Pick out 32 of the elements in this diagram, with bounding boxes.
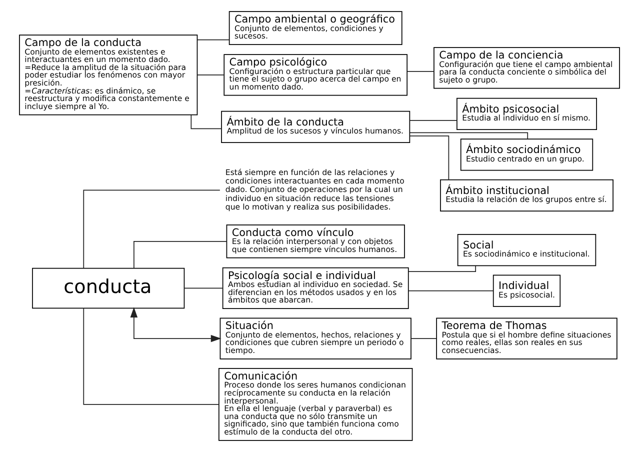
node-box: Ámbito psicosocial Estudia al individuo en sí mismo. — [456, 98, 596, 130]
connector — [408, 265, 476, 272]
node-box: Campo psicológico Configuración o estructura particular que tiene el sujeto o grupo acerca del campo en un momento dado. — [223, 54, 408, 96]
node-box: Comunicación Proceso donde los seres humanos condicionan recíprocamente su conducta en la relación interpersonal. En ella el lenguaje (verbal y paraverbal) es una conducta que no sólo transmite un significado, sino que también funciona como estímulo de la conducta del otro. — [218, 368, 412, 441]
node-box: Teorema de Thomas Postula que si el hombre define situaciones como reales, ellas son reales en sus consecuencias. — [436, 318, 617, 360]
connector — [133, 240, 227, 269]
connector — [408, 132, 528, 140]
arrow — [130, 307, 221, 342]
connector — [408, 135, 449, 180]
node-box: Campo de la conducta Conjunto de elementos existentes e interactuantes en un momento dado. =Reduce la amplitud de la situación para poder estudiar los fenómenos con mayor presición. =Características: es dinámico, se reestructura y modifica constantemente e incluye siempre al Yo. — [18, 34, 198, 116]
connector — [408, 120, 457, 121]
connector — [82, 190, 220, 269]
node-box: Campo de la conciencia Configuración que tiene el campo ambiental para la conducta conciente o simbólica del sujeto o grupo. — [433, 47, 620, 89]
node-box: Campo ambiental o geográfico Conjunto de elementos, condiciones y sucesos. — [228, 11, 402, 45]
node-box: Ámbito de la conducta Amplitud de los sucesos y vínculos humanos. — [220, 110, 410, 143]
connector — [82, 308, 219, 405]
connector — [196, 74, 224, 76]
node-box: Ámbito sociodinámico Estudio centrado en un grupo. — [460, 138, 593, 171]
connector — [196, 39, 230, 40]
node-box: Ámbito institucional Estudia la relación de los grupos entre sí. — [440, 179, 613, 212]
connector — [183, 288, 223, 289]
node-box: Situación Conjunto de elementos, hechos, relaciones y condiciones que cubren siempre un periodo o tiempo. — [219, 318, 411, 360]
node-box: Psicología social e individual Ambos estudian al individuo en sociedad. Se diferencian en los métodos usados y en los ámbitos que abarcan. — [222, 267, 408, 310]
node-text: Está siempre en función de las relaciones y condiciones interactuantes en cada momento dado. Conjunto de operaciones por la cual un individuo en situación reduce las tensiones que lo motivan y realiza sus posibilidades. — [224, 168, 404, 212]
node-box: Social Es sociodinámico e institucional. — [456, 234, 596, 266]
node-box: Individual Es psicosocial. — [492, 274, 560, 307]
connector — [410, 338, 436, 339]
node-box: conducta — [32, 268, 184, 309]
connector — [406, 71, 434, 72]
connector — [190, 114, 222, 130]
node-box: Conducta como vínculo Es la relación interpersonal y con objetos que contienen siempre vínculos humanos. — [226, 224, 404, 258]
connector — [408, 290, 494, 292]
